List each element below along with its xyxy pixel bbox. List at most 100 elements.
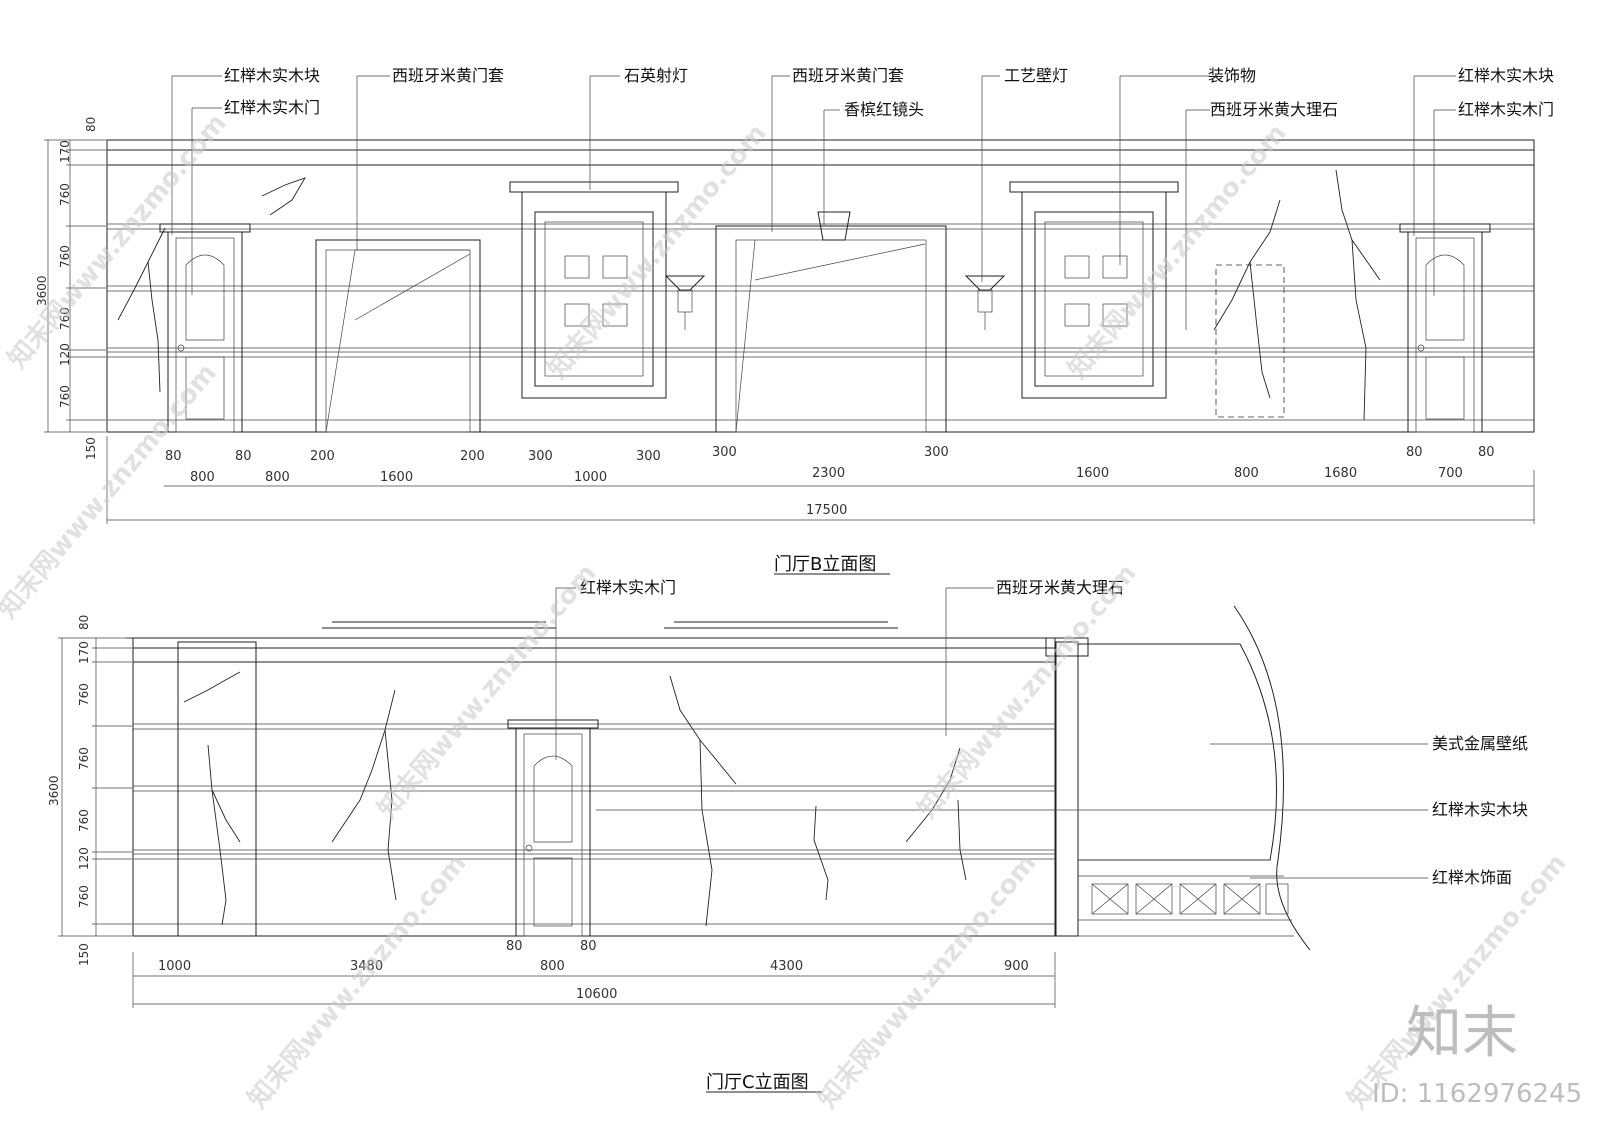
label-b-3: 西班牙米黄门套 bbox=[392, 66, 504, 85]
wdim-b-r1-10: 80 bbox=[1478, 445, 1495, 460]
hdim-c-6: 120 bbox=[77, 847, 91, 870]
hdim-c-2: 170 bbox=[77, 641, 91, 664]
hdim-c-3: 760 bbox=[77, 683, 91, 706]
column-c bbox=[1055, 641, 1079, 937]
label-c-3: 美式金属壁纸 bbox=[1432, 734, 1528, 753]
hdim-c-4: 760 bbox=[77, 747, 91, 770]
hdim-b-5: 760 bbox=[58, 307, 72, 330]
hdim-b-6: 120 bbox=[58, 343, 72, 366]
hdim-b-3: 760 bbox=[58, 183, 72, 206]
wdim-b-r1-1: 80 bbox=[165, 449, 182, 464]
width-dimensions-b: 80 80 200 200 300 300 300 300 80 80 800 … bbox=[106, 436, 1535, 524]
label-b-1: 红榉木实木块 bbox=[224, 66, 320, 85]
watermark-text-8: 知末网www.znzmo.com bbox=[812, 848, 1042, 1114]
title-c: 门厅C立面图 bbox=[706, 1072, 809, 1093]
leaders-c bbox=[555, 587, 1428, 879]
wdim-b-r1-7: 300 bbox=[712, 445, 737, 460]
wdim-b-r1-8: 300 bbox=[924, 445, 949, 460]
leaders-b bbox=[171, 75, 1456, 330]
hdim-c-1: 80 bbox=[77, 615, 91, 630]
decorative-panel-2-b bbox=[1009, 181, 1179, 399]
wdim-c-total: 10600 bbox=[576, 987, 617, 1002]
label-c-2: 西班牙米黄大理石 bbox=[996, 578, 1124, 597]
wdim-b-r2-5: 2300 bbox=[812, 466, 845, 481]
door-frame-center-b bbox=[715, 211, 947, 433]
hdim-b-2: 170 bbox=[58, 140, 72, 163]
label-c-1: 红榉木实木门 bbox=[580, 578, 676, 597]
wdim-c-r2-2: 3480 bbox=[350, 959, 383, 974]
hdim-b-1: 80 bbox=[84, 117, 98, 132]
wdim-b-r1-4: 200 bbox=[460, 449, 485, 464]
wood-panel-row-c bbox=[1091, 883, 1289, 915]
watermark-text-3: 知末网www.znzmo.com bbox=[1062, 118, 1292, 384]
elevation-c: 红榉木实木门 西班牙米黄大理石 美式金属壁纸 红榉木实木块 红榉木饰面 80 1… bbox=[47, 578, 1528, 1093]
wall-lamp-1-b bbox=[664, 275, 706, 330]
wdim-c-r2-3: 800 bbox=[540, 959, 565, 974]
label-b-10: 红榉木实木块 bbox=[1458, 66, 1554, 85]
decorative-panel-1-b bbox=[509, 181, 679, 399]
wdim-b-r2-9: 700 bbox=[1438, 466, 1463, 481]
hdim-b-8: 150 bbox=[84, 437, 98, 460]
door-frame-1-b bbox=[315, 239, 481, 433]
marble-veins-c bbox=[183, 671, 967, 927]
wdim-b-r1-6: 300 bbox=[636, 449, 661, 464]
door-left-b bbox=[159, 223, 251, 433]
wdim-b-r2-7: 800 bbox=[1234, 466, 1259, 481]
wdim-b-r2-8: 1680 bbox=[1324, 466, 1357, 481]
wdim-b-r2-2: 800 bbox=[265, 470, 290, 485]
wall-c-outline bbox=[132, 637, 1056, 937]
label-b-9: 西班牙米黄大理石 bbox=[1210, 100, 1338, 119]
door-right-b bbox=[1399, 223, 1491, 433]
height-dimensions-b: 80 170 760 760 760 120 760 150 3600 bbox=[35, 117, 106, 460]
label-c-4: 红榉木实木块 bbox=[1432, 800, 1528, 819]
wdim-b-r2-1: 800 bbox=[190, 470, 215, 485]
wdim-b-r2-6: 1600 bbox=[1076, 466, 1109, 481]
watermark-logo: 知末 bbox=[1406, 1001, 1518, 1066]
hdim-c-7: 760 bbox=[77, 885, 91, 908]
label-b-2: 红榉木实木门 bbox=[224, 98, 320, 117]
wdim-c-r2-5: 900 bbox=[1004, 959, 1029, 974]
hdim-c-8: 150 bbox=[77, 943, 91, 966]
elevation-b: 红榉木实木块 红榉木实木门 西班牙米黄门套 石英射灯 西班牙米黄门套 香槟红镜头… bbox=[35, 66, 1554, 575]
wdim-b-r1-5: 300 bbox=[528, 449, 553, 464]
wallpaper-panel-c bbox=[1077, 605, 1311, 951]
watermark-text-7: 知末网www.znzmo.com bbox=[242, 848, 472, 1114]
watermark-id: ID: 1162976245 bbox=[1372, 1079, 1582, 1109]
wdim-b-r1-2: 80 bbox=[235, 449, 252, 464]
wdim-c-r1-1: 80 bbox=[506, 939, 523, 954]
label-b-4: 石英射灯 bbox=[624, 66, 688, 85]
watermark-text-2: 知末网www.znzmo.com bbox=[542, 118, 772, 384]
wdim-b-r2-3: 1600 bbox=[380, 470, 413, 485]
wdim-c-r1-2: 80 bbox=[580, 939, 597, 954]
hdim-c-total: 3600 bbox=[47, 775, 61, 806]
height-dimensions-c: 80 170 760 760 760 120 760 150 3600 bbox=[47, 615, 132, 966]
label-b-7: 工艺壁灯 bbox=[1004, 66, 1068, 85]
watermark-text-6: 知末网www.znzmo.com bbox=[912, 558, 1142, 824]
label-c-5: 红榉木饰面 bbox=[1432, 868, 1512, 887]
hdim-c-5: 760 bbox=[77, 809, 91, 832]
door-c bbox=[507, 719, 599, 937]
decoration-outline-b bbox=[1215, 264, 1285, 418]
pilaster-c bbox=[177, 641, 257, 937]
width-dimensions-c: 80 80 1000 3480 800 4300 900 10600 bbox=[132, 939, 1056, 1008]
hdim-b-7: 760 bbox=[58, 385, 72, 408]
hdim-b-4: 760 bbox=[58, 245, 72, 268]
wdim-b-r1-3: 200 bbox=[310, 449, 335, 464]
hdim-b-total: 3600 bbox=[35, 275, 49, 306]
wdim-c-r2-4: 4300 bbox=[770, 959, 803, 974]
wdim-b-r1-9: 80 bbox=[1406, 445, 1423, 460]
label-b-6: 香槟红镜头 bbox=[844, 100, 924, 119]
wdim-c-r2-1: 1000 bbox=[158, 959, 191, 974]
wdim-b-r2-4: 1000 bbox=[574, 470, 607, 485]
label-b-5: 西班牙米黄门套 bbox=[792, 66, 904, 85]
title-b: 门厅B立面图 bbox=[774, 554, 876, 575]
watermark-text-4: 知末网www.znzmo.com bbox=[0, 358, 223, 624]
watermark-text-9: 知末网www.znzmo.com bbox=[1342, 848, 1572, 1114]
watermark-text-1: 知末网www.znzmo.com bbox=[2, 108, 232, 374]
wall-lamp-2-b bbox=[964, 275, 1006, 330]
material-labels-b: 红榉木实木块 红榉木实木门 西班牙米黄门套 石英射灯 西班牙米黄门套 香槟红镜头… bbox=[224, 66, 1554, 119]
marble-veins-b bbox=[117, 169, 1381, 421]
wdim-b-total: 17500 bbox=[806, 503, 847, 518]
label-b-8: 装饰物 bbox=[1208, 66, 1256, 85]
